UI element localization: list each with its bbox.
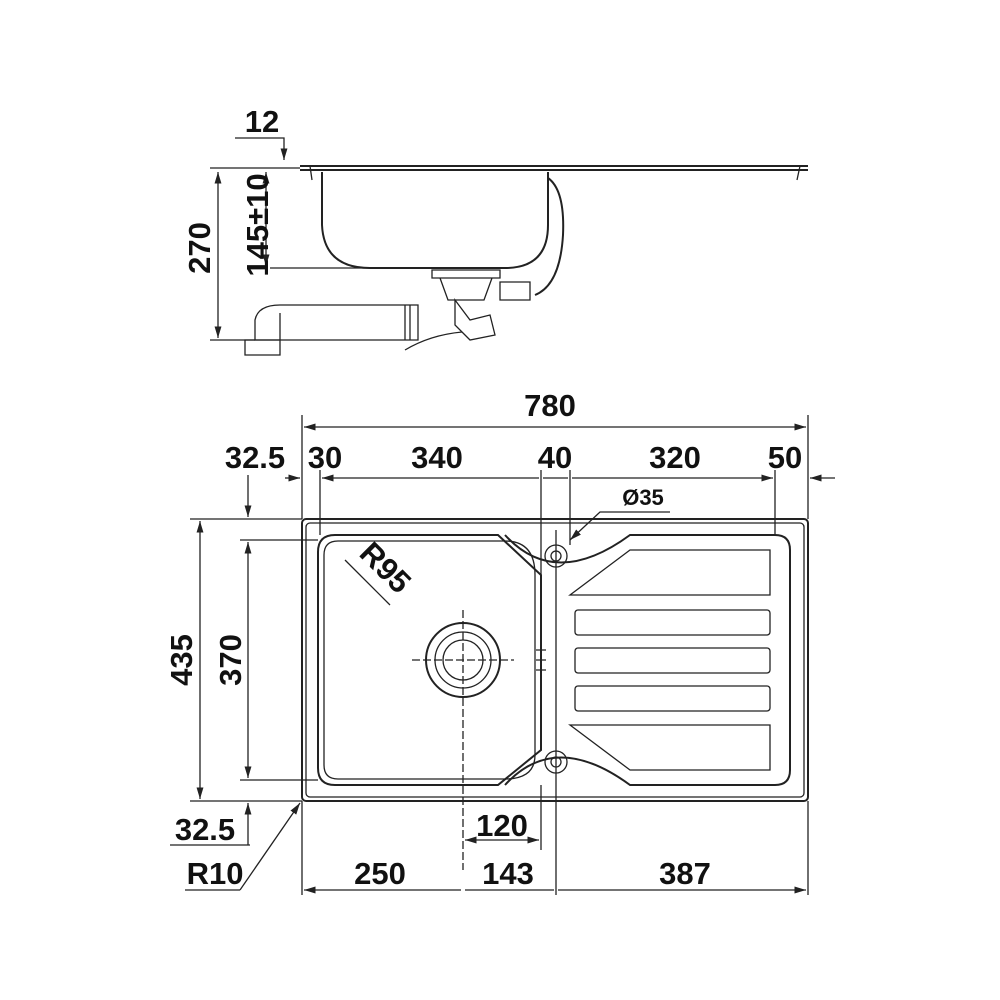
dim-rim: 12 bbox=[245, 104, 279, 139]
dim-overall-width: 780 bbox=[524, 388, 576, 423]
dim-tap-hole: Ø35 bbox=[622, 485, 664, 510]
dim-drain-offset: 120 bbox=[476, 808, 528, 843]
dim-seg-143: 143 bbox=[482, 856, 534, 891]
top-view: 780 32.5 30 340 40 320 50 Ø35 R95 435 37… bbox=[164, 388, 835, 895]
dim-offset-left: 32.5 bbox=[225, 440, 285, 475]
bowl-profile bbox=[321, 172, 549, 269]
dim-seg-50: 50 bbox=[768, 440, 802, 475]
dim-corner-radius: R10 bbox=[187, 856, 244, 891]
dim-seg-30: 30 bbox=[308, 440, 342, 475]
dim-seg-320: 320 bbox=[649, 440, 701, 475]
dim-bowl-depth-side: 145±10 bbox=[240, 173, 275, 276]
overflow-slots bbox=[536, 649, 546, 671]
drain-strainer bbox=[431, 269, 531, 301]
dim-bowl-radius: R95 bbox=[353, 535, 418, 600]
overflow-hose bbox=[534, 177, 565, 296]
drainer-rib bbox=[574, 685, 771, 712]
drainer-rib bbox=[574, 647, 771, 674]
dim-seg-387: 387 bbox=[659, 856, 711, 891]
drainer-rib bbox=[574, 609, 771, 636]
dim-seg-340: 340 bbox=[411, 440, 463, 475]
sink-outline bbox=[301, 518, 809, 802]
bowl bbox=[317, 534, 542, 786]
sink-rim bbox=[300, 165, 808, 171]
dim-seg-40: 40 bbox=[538, 440, 572, 475]
dim-offset-bottom: 32.5 bbox=[175, 812, 235, 847]
dim-overall-depth: 435 bbox=[164, 634, 199, 686]
trap-pipe bbox=[254, 304, 419, 341]
dim-bowl-depth: 370 bbox=[213, 634, 248, 686]
dim-seg-250: 250 bbox=[354, 856, 406, 891]
drainer-outline bbox=[504, 534, 791, 786]
drainer-rib bbox=[568, 549, 771, 596]
dim-total-height: 270 bbox=[182, 222, 217, 274]
side-view: 12 270 145±10 bbox=[182, 104, 808, 356]
drainer-rib bbox=[568, 724, 771, 771]
